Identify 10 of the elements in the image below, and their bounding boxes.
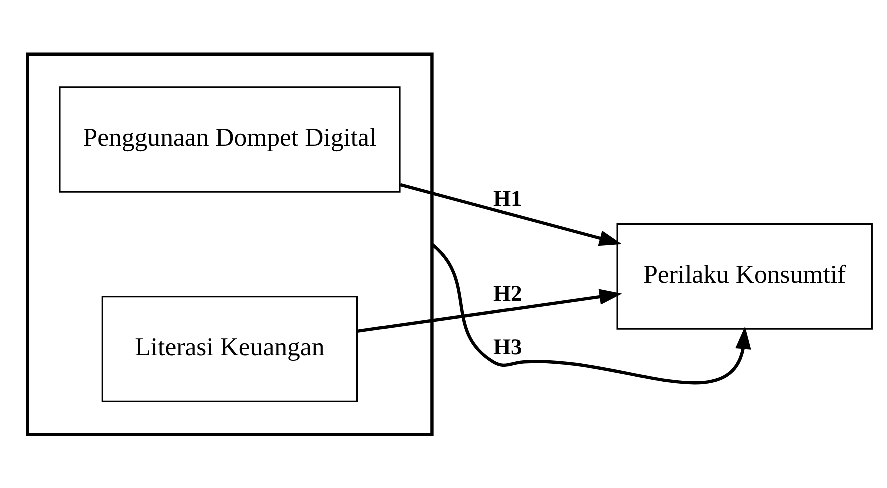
edge-label: H3 (493, 334, 522, 359)
edge-label: H2 (493, 280, 522, 306)
node-box: Penggunaan Dompet Digital (59, 86, 401, 192)
cluster (26, 52, 434, 436)
arrow (431, 242, 752, 384)
edge-label: H1 (493, 186, 522, 211)
node-box: Literasi Keuangan (102, 296, 358, 402)
arrow (357, 288, 622, 332)
arrow (400, 182, 622, 246)
node-box: Perilaku Konsumtif (616, 223, 873, 330)
